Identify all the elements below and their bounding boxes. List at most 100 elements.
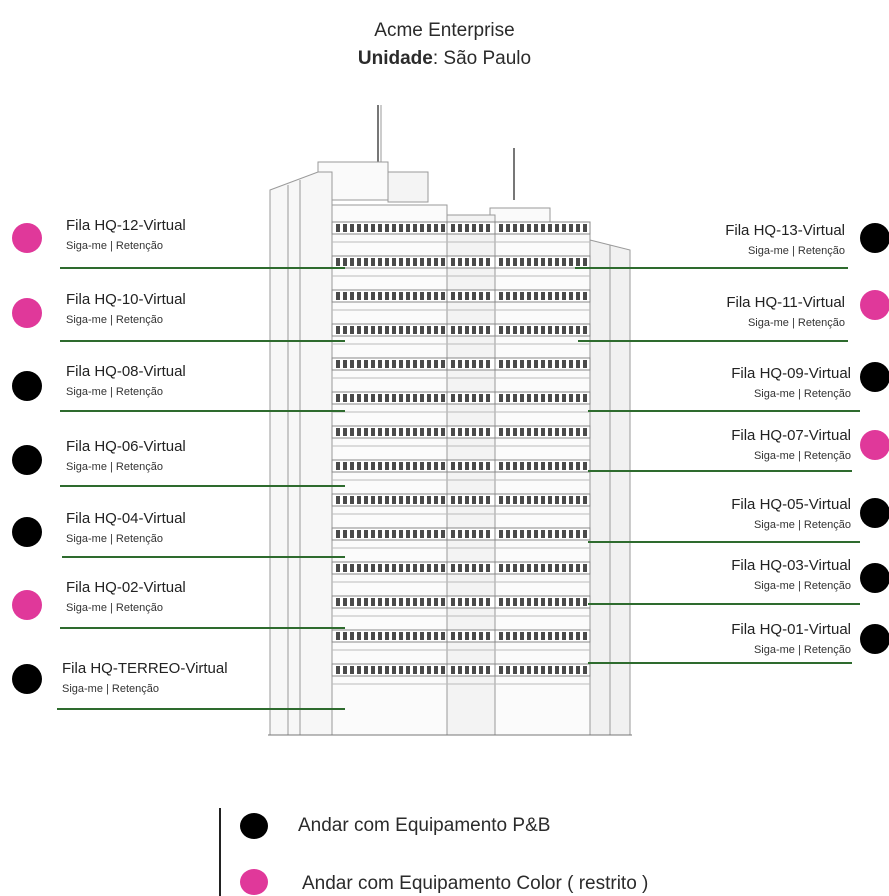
window <box>527 394 531 402</box>
color-equipment-dot <box>860 430 889 460</box>
window <box>434 564 438 572</box>
window <box>343 292 347 300</box>
window <box>371 224 375 232</box>
window <box>479 292 483 300</box>
window <box>576 530 580 538</box>
window <box>569 598 573 606</box>
pb-equipment-dot <box>12 517 42 547</box>
window <box>569 632 573 640</box>
window <box>434 462 438 470</box>
window <box>392 496 396 504</box>
window <box>499 598 503 606</box>
window <box>555 258 559 266</box>
window <box>562 258 566 266</box>
window <box>427 224 431 232</box>
queue-options: Siga-me | Retenção <box>753 388 851 400</box>
color-equipment-dot <box>12 223 42 253</box>
window <box>534 224 538 232</box>
window <box>472 394 476 402</box>
window <box>499 394 503 402</box>
window <box>364 292 368 300</box>
window <box>385 258 389 266</box>
window <box>465 496 469 504</box>
window <box>534 326 538 334</box>
window <box>562 530 566 538</box>
window <box>555 632 559 640</box>
window <box>513 496 517 504</box>
window <box>434 292 438 300</box>
window <box>413 428 417 436</box>
window <box>420 564 424 572</box>
window <box>520 292 524 300</box>
window <box>562 326 566 334</box>
window <box>527 564 531 572</box>
window <box>413 496 417 504</box>
window <box>357 360 361 368</box>
window <box>392 462 396 470</box>
window <box>506 428 510 436</box>
window <box>371 394 375 402</box>
floor-pointer-line <box>588 541 860 543</box>
window <box>479 530 483 538</box>
window <box>527 224 531 232</box>
window <box>534 632 538 640</box>
window <box>385 462 389 470</box>
floor-pointer-line <box>588 603 860 605</box>
window <box>583 462 587 470</box>
window <box>406 224 410 232</box>
window <box>479 632 483 640</box>
window <box>441 462 445 470</box>
queue-name: Fila HQ-02-Virtual <box>66 579 186 596</box>
window <box>486 258 490 266</box>
window <box>451 666 455 674</box>
floor-pointer-line <box>60 267 345 269</box>
window <box>576 326 580 334</box>
window <box>486 224 490 232</box>
window <box>385 394 389 402</box>
window <box>385 598 389 606</box>
window <box>385 326 389 334</box>
window <box>576 462 580 470</box>
window <box>465 632 469 640</box>
window <box>364 666 368 674</box>
window <box>472 428 476 436</box>
floor-pointer-line <box>60 340 345 342</box>
window <box>465 394 469 402</box>
window <box>350 258 354 266</box>
window <box>371 326 375 334</box>
window <box>472 666 476 674</box>
window <box>357 462 361 470</box>
window <box>350 428 354 436</box>
window <box>385 632 389 640</box>
window <box>576 428 580 436</box>
window <box>378 360 382 368</box>
legend-color-dot <box>240 869 268 895</box>
window <box>562 632 566 640</box>
floor-pointer-line <box>578 340 848 342</box>
window <box>513 292 517 300</box>
window <box>420 428 424 436</box>
window <box>548 224 552 232</box>
window <box>520 530 524 538</box>
window <box>465 292 469 300</box>
window <box>506 224 510 232</box>
window <box>392 530 396 538</box>
legend-pb-label: Andar com Equipamento P&B <box>298 815 551 836</box>
window <box>336 224 340 232</box>
window <box>371 496 375 504</box>
window <box>399 326 403 334</box>
window <box>441 530 445 538</box>
window <box>583 326 587 334</box>
window <box>371 530 375 538</box>
window <box>357 258 361 266</box>
window <box>520 564 524 572</box>
queue-options: Siga-me | Retenção <box>66 386 164 398</box>
window <box>499 666 503 674</box>
window <box>534 530 538 538</box>
window <box>451 564 455 572</box>
queue-options: Siga-me | Retenção <box>66 461 164 473</box>
window <box>420 666 424 674</box>
window <box>406 496 410 504</box>
